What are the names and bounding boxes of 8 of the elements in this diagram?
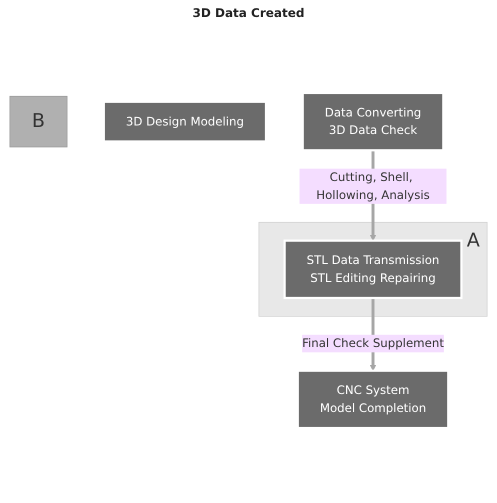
- node-box: 3D Design Modeling: [102, 100, 268, 143]
- edge-label: Cutting, Shell, Hollowing, Analysis: [316, 170, 430, 202]
- node-box: CNC System Model Completion: [296, 370, 450, 430]
- note-text: 3D Data Created: [192, 6, 304, 20]
- node-box: B: [10, 96, 68, 148]
- node-box: STL Data Transmission STL Editing Repairing: [284, 240, 462, 300]
- edge-label: Final Check Supplement: [302, 336, 444, 350]
- node-box: Data Converting 3D Data Check: [302, 92, 444, 152]
